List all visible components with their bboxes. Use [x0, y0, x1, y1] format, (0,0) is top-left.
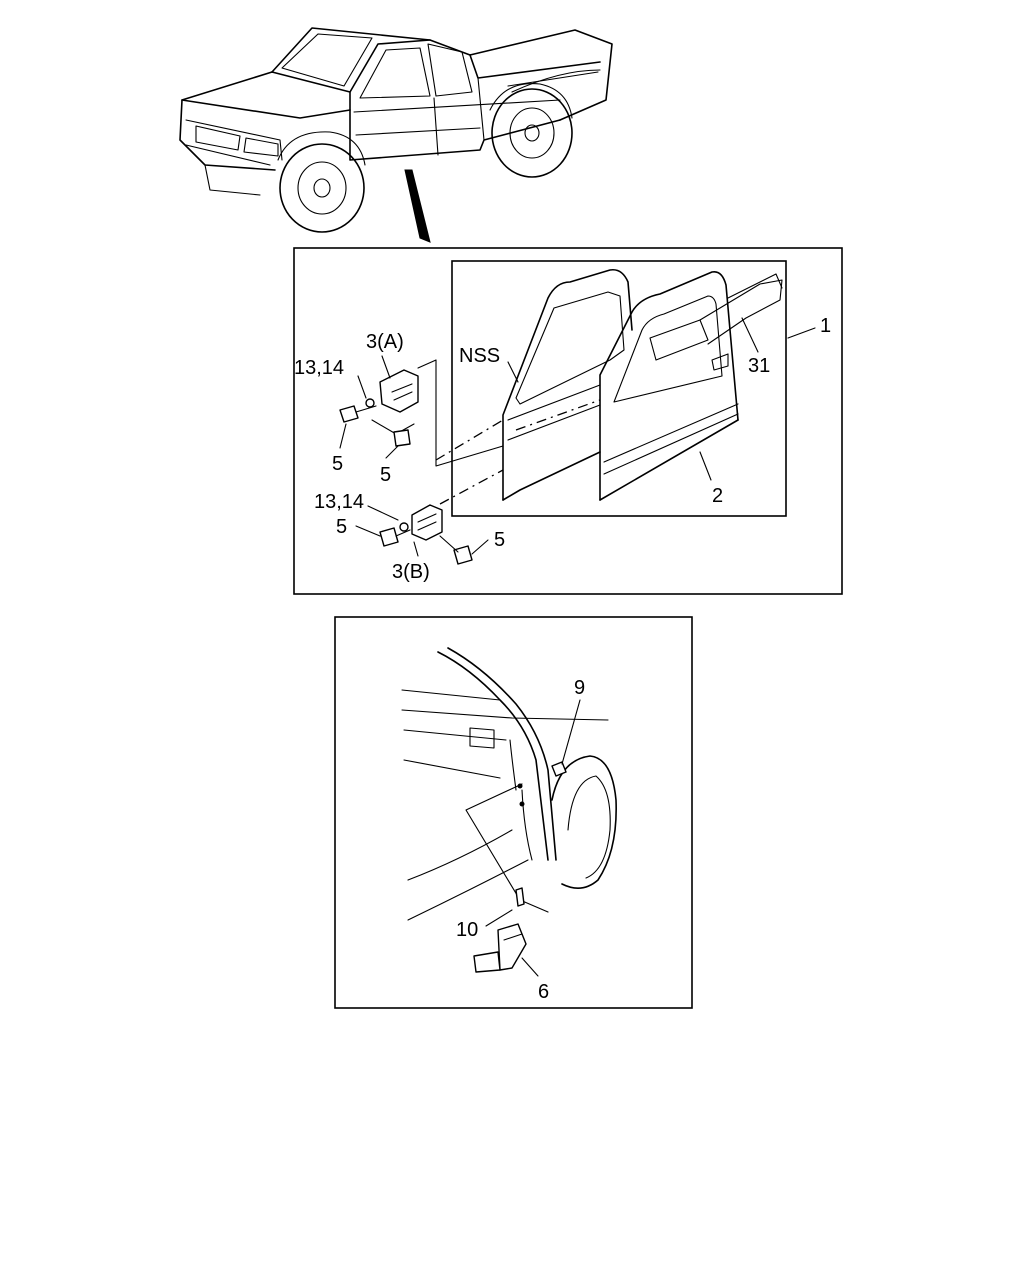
bolt-icon: [379, 527, 399, 547]
label-hinge-lower: 3(B): [392, 561, 430, 583]
label-bolt-lower-a: 5: [336, 516, 347, 538]
label-washer-lower: 13,14: [314, 491, 364, 513]
truck-overview-illustration: [179, 27, 613, 243]
label-bolt-lower-b: 5: [494, 529, 505, 551]
label-hinge-upper: 3(A): [366, 331, 404, 353]
door-hinge-panel-frame: [293, 247, 843, 595]
checker-part: [497, 923, 527, 971]
label-bolt-upper-b: 5: [380, 464, 391, 486]
label-door-side: NSS: [459, 345, 500, 367]
label-door-panel: 2: [712, 485, 723, 507]
upper-hinge-part: [379, 369, 419, 413]
bolt-icon: [393, 429, 411, 447]
door-checker-panel-frame: [334, 616, 693, 1009]
door-checker-panel: 9 10 6: [334, 616, 693, 1009]
label-washer-upper: 13,14: [294, 357, 344, 379]
label-pin: 10: [456, 919, 478, 941]
label-bolt-upper-a: 5: [332, 453, 343, 475]
door-inset-frame: [451, 260, 787, 517]
bolt-icon: [453, 545, 473, 565]
door-hinge-panel: 3(A) 13,14 5 5 13,14 5 5 3(B) NSS 1 2 31: [293, 247, 843, 595]
nut-icon: [551, 761, 567, 777]
label-nut: 9: [574, 677, 585, 699]
pin-icon: [515, 887, 525, 907]
label-regulator: 31: [748, 355, 770, 377]
label-checker: 6: [538, 981, 549, 1003]
label-door-assembly: 1: [820, 315, 831, 337]
bolt-icon: [339, 405, 359, 423]
washer-icon: [399, 522, 409, 532]
washer-icon: [365, 398, 375, 408]
checker-bracket-icon: [473, 951, 501, 973]
lower-hinge-part: [411, 504, 443, 541]
pointer-arrow: [404, 169, 431, 243]
